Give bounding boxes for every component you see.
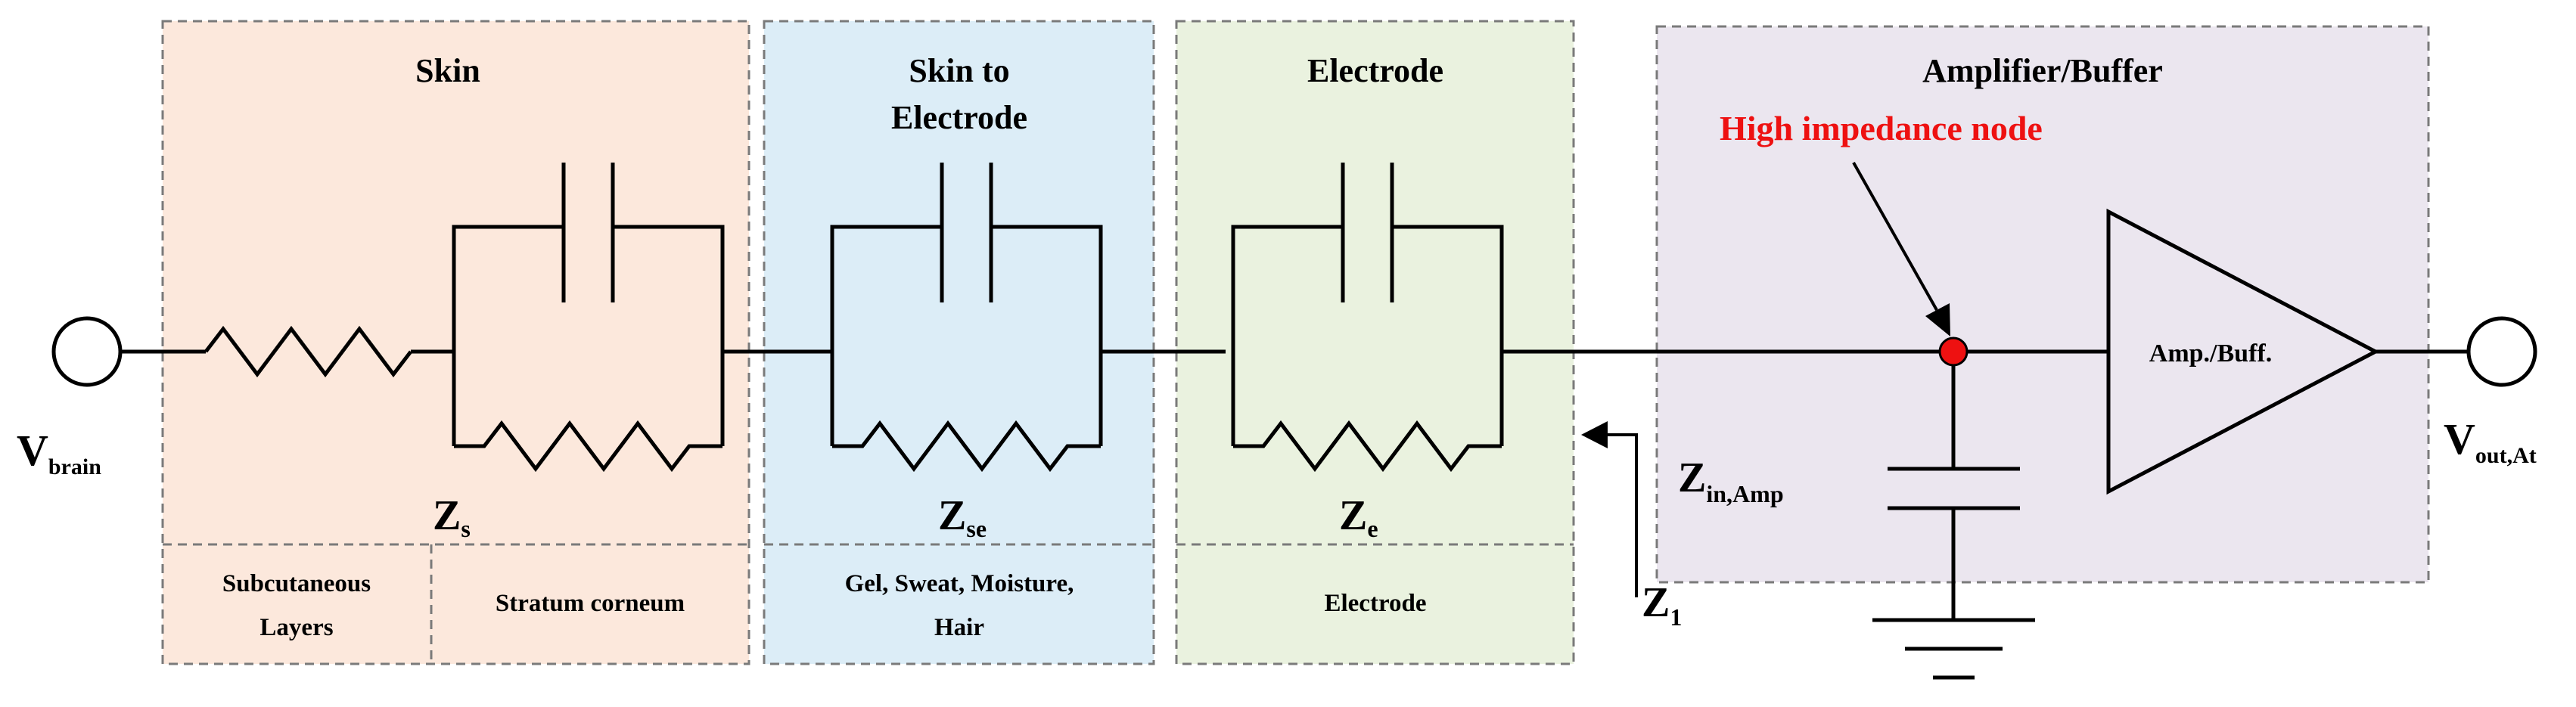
electrode-rc-network <box>1231 163 1504 473</box>
high-impedance-node-label: High impedance node <box>1720 109 2043 147</box>
skin-electrode-caption-line2: Hair <box>934 614 984 641</box>
electrode-title: Electrode <box>1307 52 1443 89</box>
skin-electrode-block <box>763 20 1155 665</box>
ground-icon <box>1872 618 2035 680</box>
skin-electrode-title-line2: Electrode <box>891 99 1027 136</box>
skin-impedance-label: Zs <box>433 492 471 542</box>
skin-layer-caption-line2: Layers <box>259 614 333 641</box>
skin-electrode-title-line1: Skin to <box>909 52 1009 89</box>
high-impedance-node-dot <box>1938 336 1969 367</box>
skin-title: Skin <box>415 52 480 89</box>
z1-arrow <box>1581 421 1638 597</box>
electrode-impedance-label: Ze <box>1339 492 1378 542</box>
stratum-corneum-caption: Stratum corneum <box>496 590 685 617</box>
input-capacitance-branch <box>1888 352 2020 620</box>
amplifier-block <box>1655 25 2430 584</box>
z1-label: Z1 <box>1642 579 1682 631</box>
high-impedance-arrow <box>1852 162 1950 336</box>
electrode-block <box>1175 20 1575 665</box>
input-impedance-label: Zin,Amp <box>1678 454 1784 507</box>
series-resistor <box>204 325 412 378</box>
output-terminal-label: Vout,At <box>2444 414 2537 468</box>
input-terminal-label: Vbrain <box>17 426 101 479</box>
skin-electrode-caption-line1: Gel, Sweat, Moisture, <box>845 570 1074 597</box>
amplifier-triangle-label: Amp./Buff. <box>2149 340 2272 367</box>
skin-electrode-impedance-label: Zse <box>938 492 987 542</box>
skin-electrode-rc-network <box>830 163 1103 473</box>
amplifier-triangle <box>2106 208 2380 495</box>
input-terminal <box>51 316 123 387</box>
electrode-caption: Electrode <box>1324 590 1426 617</box>
output-terminal <box>2466 316 2537 387</box>
skin-rc-network <box>452 163 725 473</box>
skin-layer-caption-line1: Subcutaneous <box>222 570 371 597</box>
amplifier-title: Amplifier/Buffer <box>1922 52 2163 89</box>
